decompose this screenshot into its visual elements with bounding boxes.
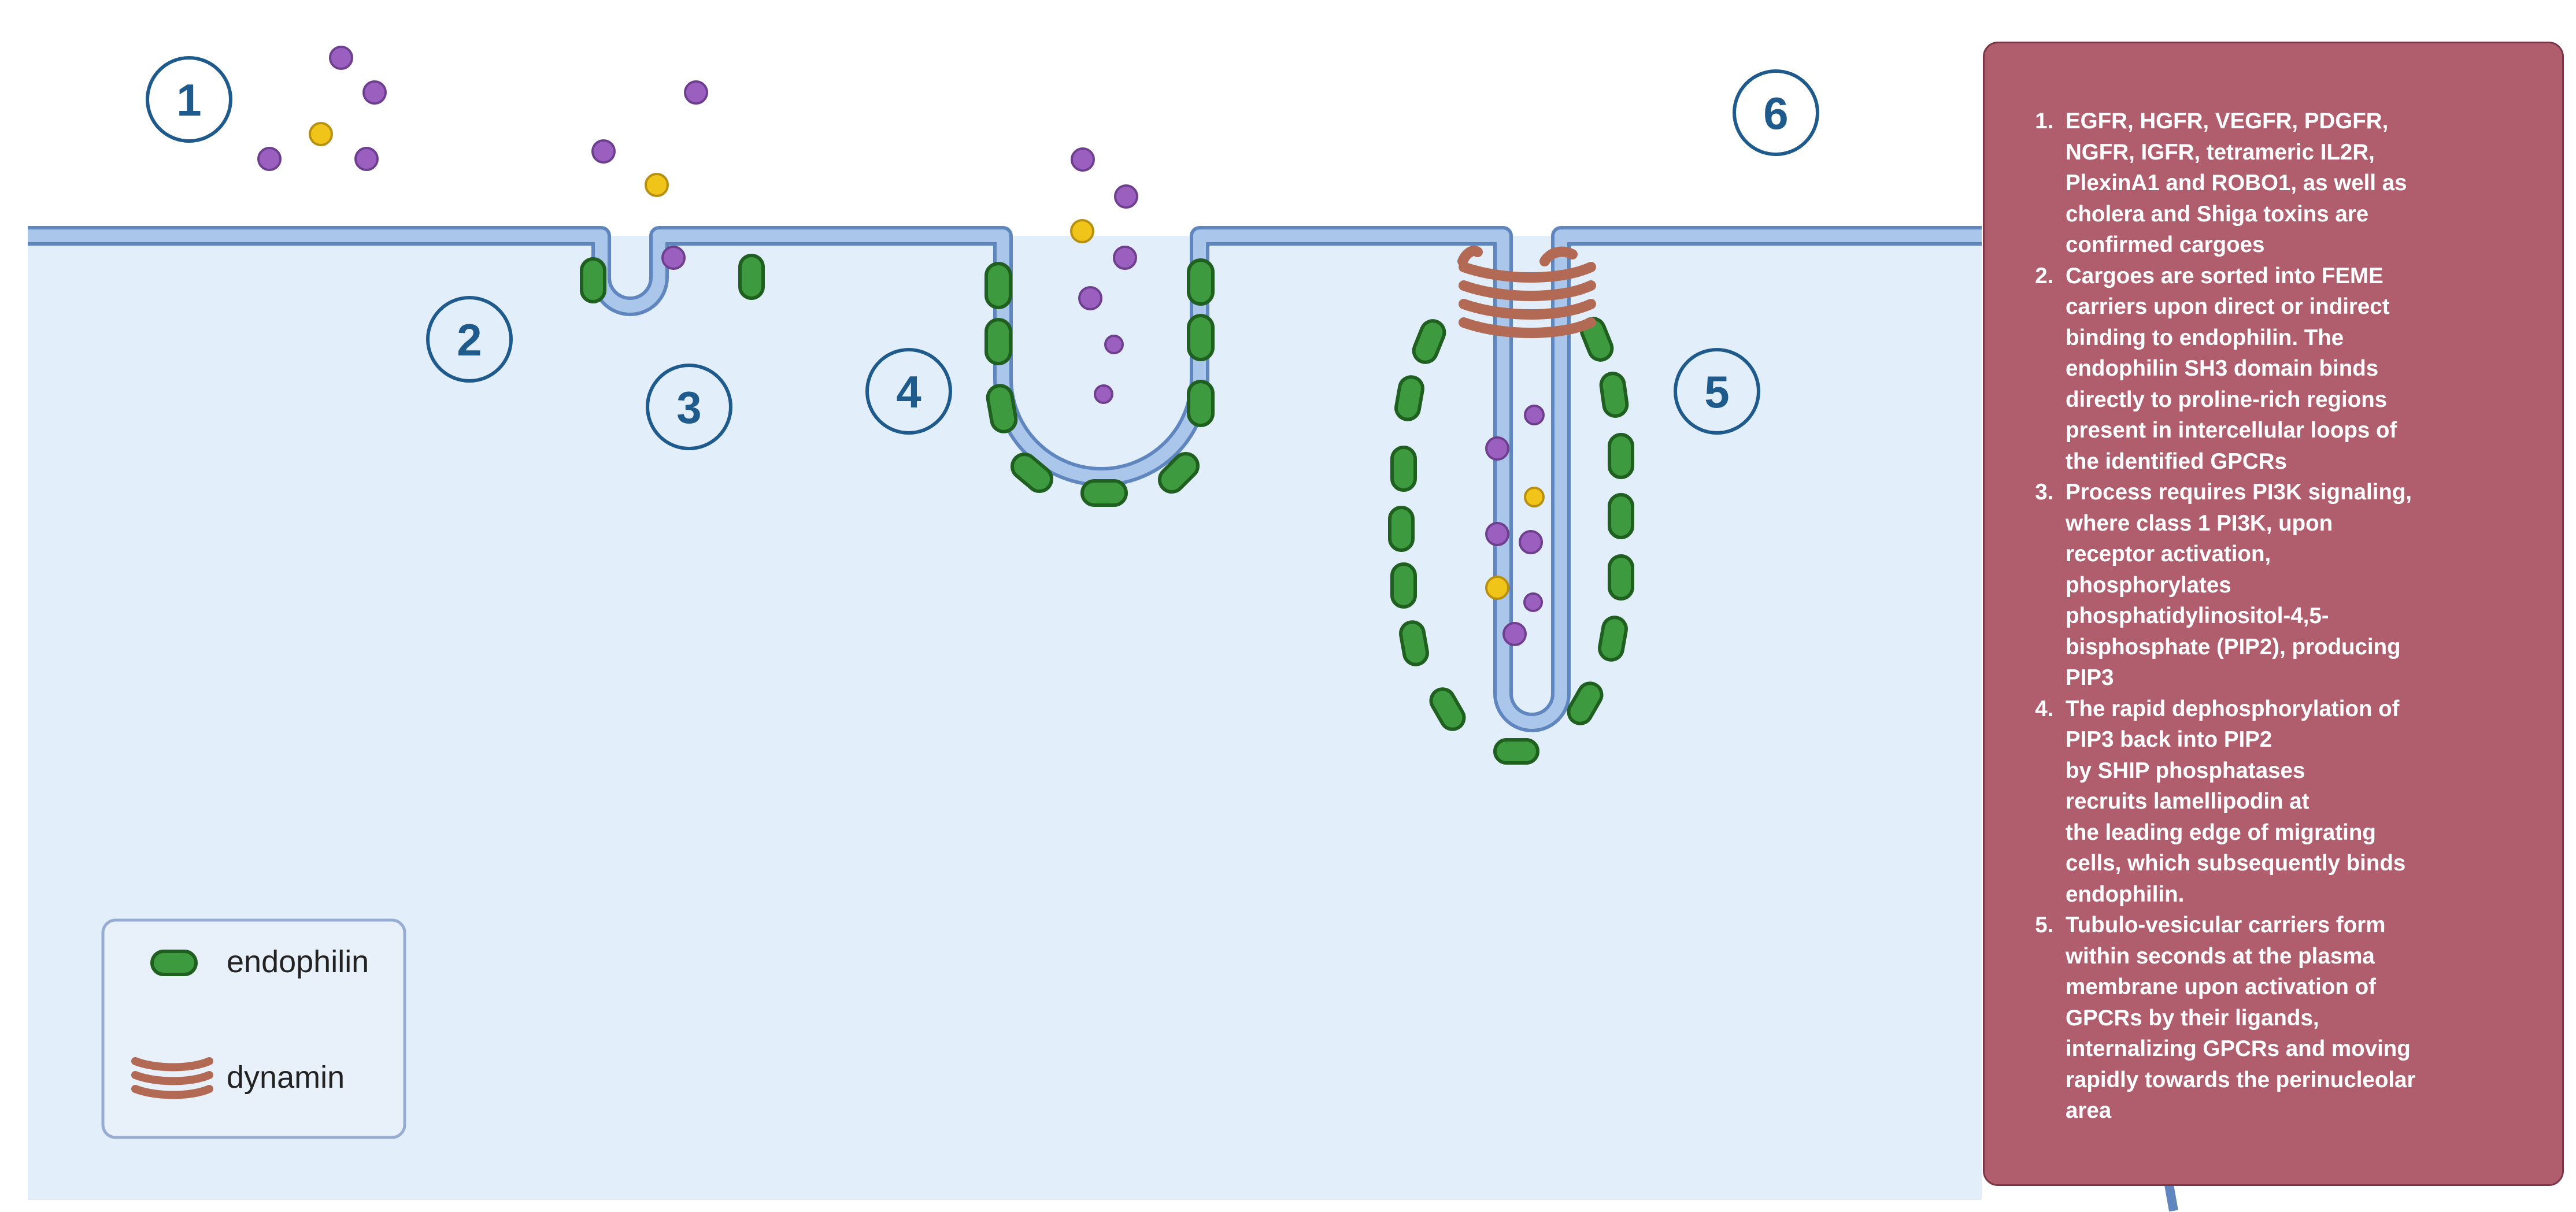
endophilin [1412, 319, 1446, 364]
endophilin [1608, 433, 1634, 479]
endophilin [984, 318, 1012, 365]
cargo-purple [1071, 147, 1095, 172]
endophilin [1493, 738, 1539, 765]
endophilin [1567, 681, 1604, 725]
info-list: EGFR, HGFR, VEGFR, PDGFR, NGFR, IGFR, te… [2008, 106, 2539, 1126]
cargo-purple [661, 246, 686, 270]
endophilin [1080, 479, 1128, 507]
cargo-yellow [1524, 487, 1545, 507]
cargo-purple [591, 139, 616, 164]
cargo-purple [1523, 592, 1543, 612]
cargo-purple [1485, 436, 1509, 461]
step-marker-4: 4 [865, 348, 952, 435]
membrane-tail [2164, 1184, 2178, 1212]
step-marker-6: 6 [1733, 69, 1819, 156]
cargo-purple [1519, 530, 1543, 554]
info-item: Tubulo-vesicular carriers form within se… [2060, 910, 2539, 1126]
dynamin-ring [1459, 280, 1596, 301]
info-item: The rapid dephosphorylation of PIP3 back… [2060, 694, 2539, 910]
dynamin-ring [1459, 317, 1596, 338]
endophilin [1157, 451, 1200, 494]
cargo-purple [1113, 246, 1137, 270]
endophilin [1390, 446, 1417, 492]
cargo-purple [329, 46, 353, 70]
dynamin-ring [1459, 299, 1596, 320]
endophilin [1010, 453, 1054, 493]
step-number: 5 [1704, 366, 1729, 417]
step-number: 4 [896, 366, 921, 417]
cargo-purple [1485, 522, 1509, 546]
endophilin [580, 257, 606, 303]
endophilin [1608, 493, 1634, 539]
step-marker-2: 2 [426, 296, 513, 383]
endophilin [1187, 314, 1215, 361]
legend: endophilin dynamin [101, 918, 406, 1139]
step-number: 1 [176, 75, 201, 125]
info-panel: EGFR, HGFR, VEGFR, PDGFR, NGFR, IGFR, te… [1983, 42, 2564, 1186]
step-number: 2 [457, 314, 482, 365]
legend-dynamin-label: dynamin [227, 1060, 345, 1095]
endophilin [1429, 687, 1466, 731]
endophilin-legend-icon [150, 950, 198, 976]
dynamin-legend-icon [131, 1057, 213, 1099]
cargo-purple [362, 80, 387, 105]
step-marker-1: 1 [146, 56, 232, 143]
cargo-yellow [645, 173, 669, 197]
cargo-yellow [1070, 219, 1094, 243]
endophilin [1598, 616, 1628, 662]
cargo-cluster-4 [1070, 147, 1138, 404]
cargo-yellow [309, 122, 333, 146]
step-number: 6 [1763, 88, 1788, 139]
endophilin-group-3 [580, 254, 765, 303]
endophilin [1394, 375, 1424, 421]
info-item: Cargoes are sorted into FEME carriers up… [2060, 261, 2539, 477]
endophilin [986, 384, 1018, 433]
endophilin [1187, 258, 1215, 306]
step-number: 3 [676, 382, 701, 433]
cargo-purple [1094, 384, 1113, 404]
dynamin-collar [1457, 246, 1596, 338]
endophilin [1599, 372, 1629, 418]
step-marker-3: 3 [646, 364, 732, 450]
endophilin [1187, 380, 1215, 427]
endophilin [1608, 554, 1634, 601]
dynamin-ring [1539, 246, 1578, 266]
step-marker-5: 5 [1674, 348, 1760, 435]
cargo-purple [1502, 622, 1527, 646]
legend-endophilin-label: endophilin [227, 944, 369, 979]
endophilin [738, 254, 765, 300]
dynamin-ring [1457, 246, 1483, 266]
endophilin [984, 262, 1012, 309]
endophilin [1388, 506, 1415, 552]
cargo-purple [257, 147, 282, 171]
cargo-cluster-3 [591, 80, 708, 270]
cargo-cluster-5 [1485, 405, 1545, 646]
cargo-purple [1104, 335, 1124, 354]
cargo-purple [1114, 184, 1138, 209]
cargo-purple [684, 80, 708, 105]
info-item: Process requires PI3K signaling, where c… [2060, 477, 2539, 694]
cargo-yellow [1485, 576, 1509, 600]
cargo-cluster-1 [257, 46, 387, 171]
info-item: EGFR, HGFR, VEGFR, PDGFR, NGFR, IGFR, te… [2060, 106, 2539, 261]
cargo-purple [354, 147, 379, 171]
cargo-purple [1078, 286, 1102, 310]
cargo-purple [1524, 405, 1545, 425]
endophilin-group-4 [984, 258, 1215, 507]
endophilin [1399, 620, 1429, 666]
dynamin-ring [1459, 262, 1596, 283]
endophilin [1390, 562, 1417, 609]
